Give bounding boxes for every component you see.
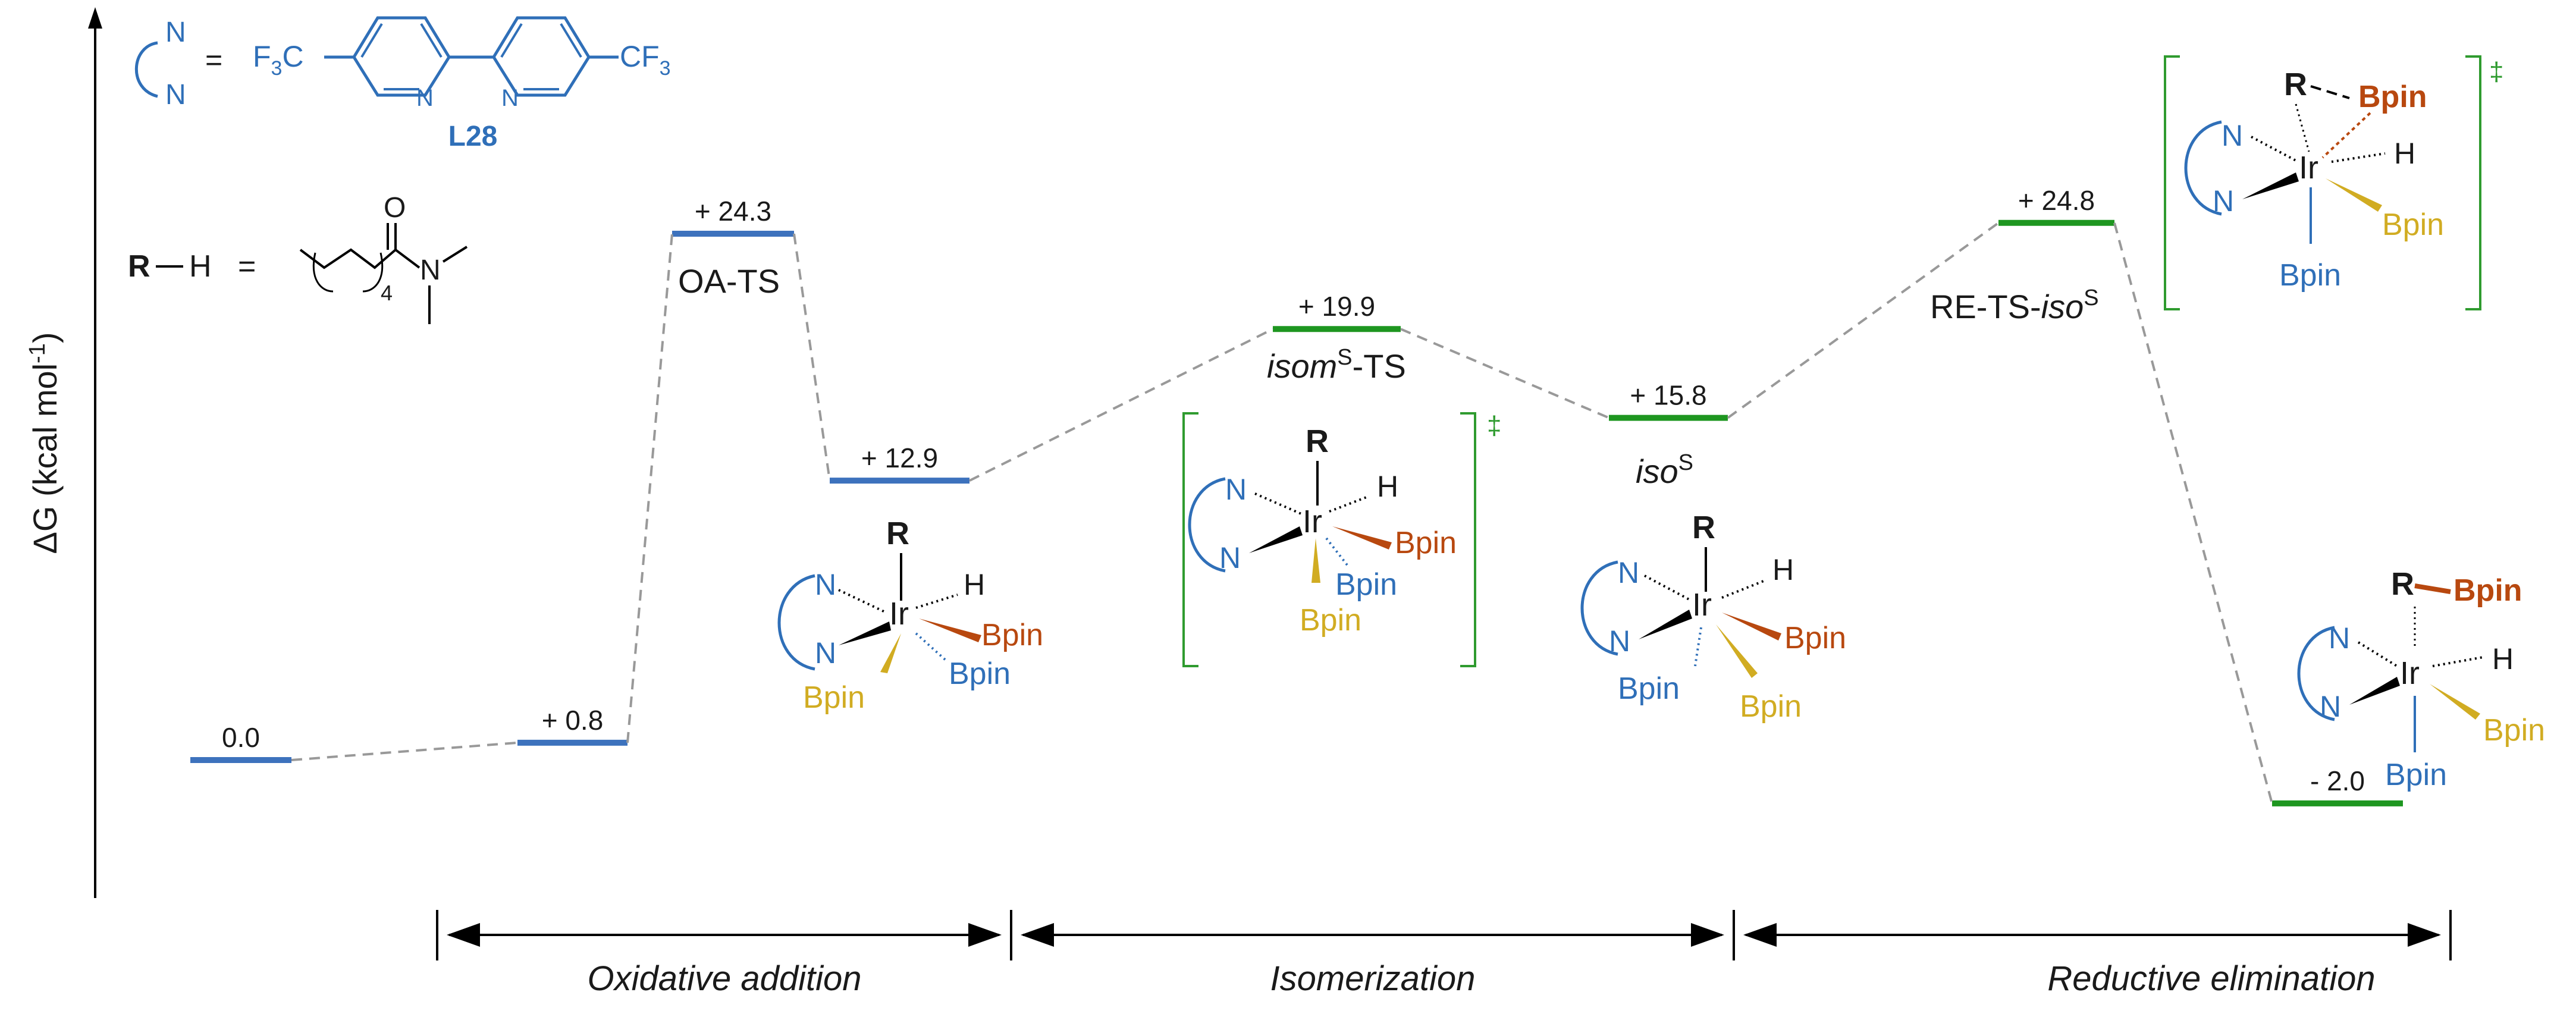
svg-text:N: N (165, 79, 186, 111)
svg-text:N: N (165, 17, 186, 48)
y-axis-arrowhead (88, 7, 102, 29)
svg-text:Bpin: Bpin (2385, 758, 2447, 792)
svg-text:H: H (189, 249, 212, 284)
energy-value-5: + 15.8 (1630, 380, 1706, 411)
svg-text:Bpin: Bpin (1740, 689, 1802, 724)
svg-text:=: = (205, 43, 222, 77)
svg-text:H: H (1377, 470, 1398, 503)
energy-value-0: 0.0 (222, 722, 260, 753)
connectors (291, 222, 2273, 804)
stage-arrows: Oxidative addition Isomerization Reducti… (436, 910, 2452, 998)
svg-text:Bpin: Bpin (2279, 258, 2341, 293)
svg-text:F3C: F3C (253, 40, 304, 80)
svg-text:Bpin: Bpin (949, 657, 1011, 691)
svg-text:Bpin: Bpin (1335, 567, 1397, 602)
svg-text:N: N (1225, 473, 1247, 506)
connector-0 (291, 741, 518, 761)
connector-4 (1400, 328, 1609, 419)
svg-text:R: R (1692, 510, 1715, 545)
label-re-ts: RE-TS-isoS (1930, 285, 2099, 325)
svg-text:Ir: Ir (1692, 587, 1712, 623)
energy-value-7: - 2.0 (2310, 765, 2365, 796)
svg-text:Ir: Ir (2400, 655, 2420, 691)
svg-text:Bpin: Bpin (2358, 80, 2427, 114)
svg-text:R: R (886, 516, 909, 551)
svg-text:R: R (1306, 423, 1329, 459)
label-oa-ts: OA-TS (678, 262, 780, 300)
svg-text:N: N (2213, 184, 2234, 218)
svg-text:N: N (2222, 119, 2243, 152)
stage-label-reductive-elimination: Reductive elimination (2047, 959, 2375, 998)
svg-text:Ir: Ir (889, 596, 909, 632)
ligand-legend: N N = F3C N N CF3 L28 (134, 16, 671, 152)
energy-value-3: + 12.9 (861, 442, 938, 473)
connector-6 (2113, 222, 2273, 804)
complex-product: R Bpin N N Ir H Bpin Bpin (2297, 566, 2545, 792)
complex-isomerization-ts: ‡ N N R Ir H Bpin Bpin Bpin (1182, 411, 1501, 667)
svg-text:O: O (384, 192, 406, 224)
complex-re-ts: ‡ R Bpin N N Ir H Bpin Bpin (2164, 55, 2503, 310)
energy-levels (190, 219, 2403, 806)
svg-text:N: N (420, 255, 441, 286)
connector-2 (793, 233, 831, 481)
energy-value-4: + 19.9 (1298, 291, 1375, 322)
energy-value-1: + 0.8 (542, 705, 604, 736)
complex-iso: N N R Ir H Bpin Bpin Bpin (1580, 510, 1846, 724)
svg-text:N: N (1219, 541, 1241, 575)
svg-text:Bpin: Bpin (2483, 713, 2545, 748)
svg-text:=: = (238, 249, 256, 284)
stage-label-isomerization: Isomerization (1270, 959, 1476, 998)
dagger-re: ‡ (2489, 57, 2503, 86)
svg-text:R: R (2284, 67, 2307, 102)
svg-text:4: 4 (381, 281, 393, 305)
svg-text:N: N (501, 85, 519, 111)
y-axis-label: ΔG (kcal mol-1) (25, 332, 64, 554)
svg-text:Bpin: Bpin (1618, 671, 1680, 706)
svg-text:L28: L28 (448, 121, 498, 152)
svg-text:N: N (815, 636, 836, 670)
svg-text:Bpin: Bpin (803, 680, 865, 715)
svg-text:Bpin: Bpin (2453, 573, 2522, 608)
svg-text:Ir: Ir (1303, 504, 1322, 539)
connector-3 (969, 328, 1273, 482)
svg-text:R: R (128, 249, 150, 284)
svg-text:Bpin: Bpin (2382, 208, 2444, 242)
svg-text:H: H (2394, 137, 2415, 170)
dagger-isom: ‡ (1487, 411, 1501, 440)
substrate-legend: R H = 4 O N (128, 192, 468, 324)
svg-text:H: H (964, 568, 985, 601)
svg-text:CF3: CF3 (620, 40, 671, 80)
svg-text:Bpin: Bpin (981, 618, 1043, 652)
svg-text:N: N (1609, 624, 1630, 658)
svg-text:H: H (1772, 553, 1794, 586)
energy-value-2: + 24.3 (695, 196, 771, 227)
svg-text:N: N (1618, 556, 1639, 589)
svg-text:R: R (2391, 566, 2414, 602)
connector-1 (626, 233, 673, 743)
energy-value-6: + 24.8 (2018, 185, 2095, 216)
svg-text:N: N (2320, 690, 2341, 723)
svg-text:N: N (416, 85, 434, 111)
svg-text:H: H (2492, 642, 2514, 676)
complex-oxidative-addition: N N R Ir H Bpin Bpin Bpin (777, 516, 1043, 715)
svg-text:Bpin: Bpin (1300, 603, 1361, 638)
svg-text:N: N (815, 568, 836, 601)
stage-label-oxidative-addition: Oxidative addition (587, 959, 861, 998)
connector-5 (1727, 222, 2000, 419)
svg-text:Bpin: Bpin (1784, 621, 1846, 655)
svg-text:N: N (2329, 621, 2350, 655)
svg-text:Bpin: Bpin (1395, 526, 1457, 560)
label-iso: isoS (1636, 450, 1693, 490)
energy-labels: 0.0 + 0.8 + 24.3 + 12.9 + 19.9 + 15.8 + 24.8 - … (222, 185, 2365, 796)
svg-text:Ir: Ir (2299, 150, 2318, 186)
label-isom-ts: isomS-TS (1267, 345, 1406, 385)
